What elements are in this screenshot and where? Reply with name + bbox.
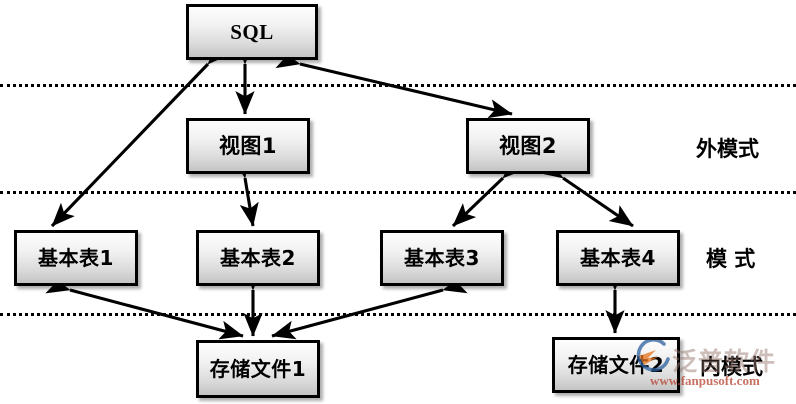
node-file1[interactable]: 存储文件1 bbox=[196, 340, 320, 398]
connection-sql-view2 bbox=[275, 49, 513, 119]
node-table4-label: 基本表4 bbox=[580, 246, 656, 270]
node-table2-label: 基本表2 bbox=[220, 246, 296, 270]
node-table3-label: 基本表3 bbox=[404, 246, 480, 270]
node-view2[interactable]: 视图2 bbox=[466, 118, 590, 174]
node-sql-label: SQL bbox=[230, 19, 274, 44]
connection-table1-file1 bbox=[45, 274, 244, 340]
node-table4[interactable]: 基本表4 bbox=[556, 230, 680, 286]
node-table1[interactable]: 基本表1 bbox=[14, 230, 138, 286]
layer-label-internal-schema: 内模式 bbox=[700, 355, 763, 379]
node-file1-label: 存储文件1 bbox=[209, 357, 307, 381]
divider-conceptual-schema bbox=[0, 191, 796, 194]
node-sql[interactable]: SQL bbox=[186, 4, 318, 60]
node-view1[interactable]: 视图1 bbox=[186, 118, 310, 174]
connection-sql-table1 bbox=[50, 40, 231, 228]
connection-view2-table3 bbox=[451, 155, 527, 228]
node-view2-label: 视图2 bbox=[498, 133, 558, 158]
layer-label-external-schema: 外模式 bbox=[696, 137, 759, 161]
node-table3[interactable]: 基本表3 bbox=[380, 230, 504, 286]
connection-table3-file1 bbox=[271, 274, 468, 340]
node-table1-label: 基本表1 bbox=[38, 246, 114, 270]
connection-view1-table2 bbox=[231, 153, 259, 227]
node-table2[interactable]: 基本表2 bbox=[196, 230, 320, 286]
node-file2[interactable]: 存储文件2 bbox=[552, 337, 680, 393]
node-view1-label: 视图1 bbox=[218, 133, 278, 158]
node-file2-label: 存储文件2 bbox=[567, 353, 665, 377]
connection-view2-table4 bbox=[538, 157, 634, 228]
layer-label-conceptual-schema: 模 式 bbox=[706, 247, 756, 271]
